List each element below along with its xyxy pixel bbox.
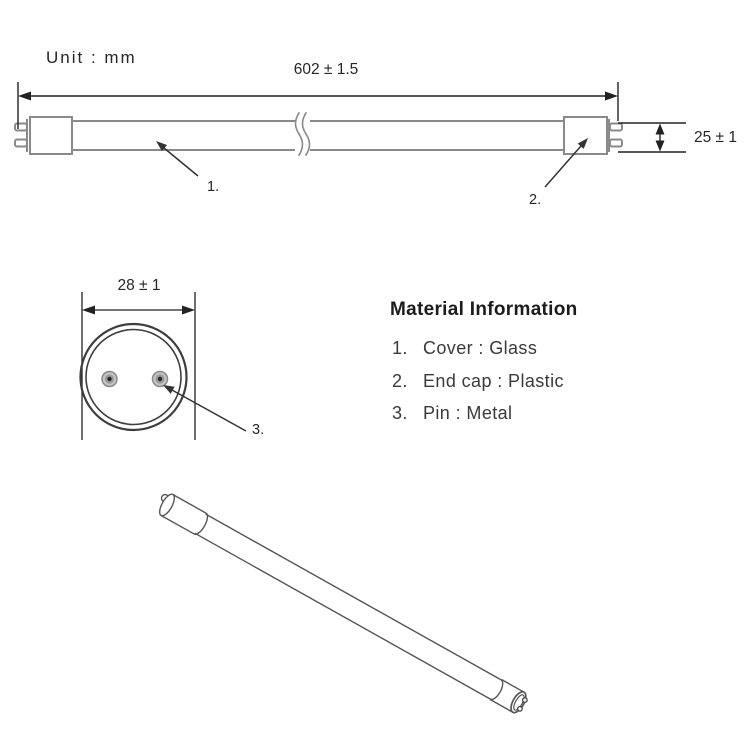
right-pin [609,122,623,132]
material-item-label: End cap : Plastic [423,371,564,391]
length-dimension-label: 602 ± 1.5 [293,61,359,78]
callout-2-arrowhead [577,138,588,149]
callout-1-arrowhead [156,141,167,152]
material-item-number: 3. [392,403,408,423]
diameter-dimension-arrowheads [655,123,665,152]
callout-3-arrow [171,389,247,432]
isometric-pin [521,697,528,704]
material-item-number: 1. [392,338,408,358]
cap-diameter-arrowheads [82,305,195,315]
callout-3-arrowhead [163,385,175,394]
callout-3-label: 3. [252,422,265,438]
left-pin [14,122,28,132]
break-symbol [301,111,311,157]
material-item-number: 2. [392,371,408,391]
end-view-pin [151,370,169,388]
cap-diameter-dimension-label: 28 ± 1 [117,277,161,294]
material-item-end-cap: 2. End cap : Plastic [392,371,564,392]
callout-1-arrow [163,147,199,177]
right-pin [609,138,623,148]
length-dimension-line [17,82,619,129]
left-pin [14,138,28,148]
diameter-dimension-line [618,122,686,153]
diameter-dimension-label: 25 ± 1 [694,129,737,146]
material-item-cover: 1. Cover : Glass [392,338,537,359]
length-dimension-arrowheads [18,91,618,101]
material-item-label: Cover : Glass [423,338,538,358]
callout-1-label: 1. [207,179,220,195]
tube-side-view-drawing [14,111,623,157]
left-end-cap [29,116,73,155]
callout-2-arrow [544,145,582,188]
right-end-cap [563,116,608,155]
callout-2-label: 2. [529,192,542,208]
material-item-label: Pin : Metal [423,403,513,423]
end-view-pin [101,370,118,388]
tube-isometric-drawing [158,493,528,714]
unit-label: Unit : mm [46,48,137,67]
break-symbol [294,111,304,157]
material-info-title: Material Information [390,299,578,320]
material-item-pin: 3. Pin : Metal [392,403,512,424]
isometric-pin [516,705,523,712]
tube-end-view-drawing [79,322,188,432]
